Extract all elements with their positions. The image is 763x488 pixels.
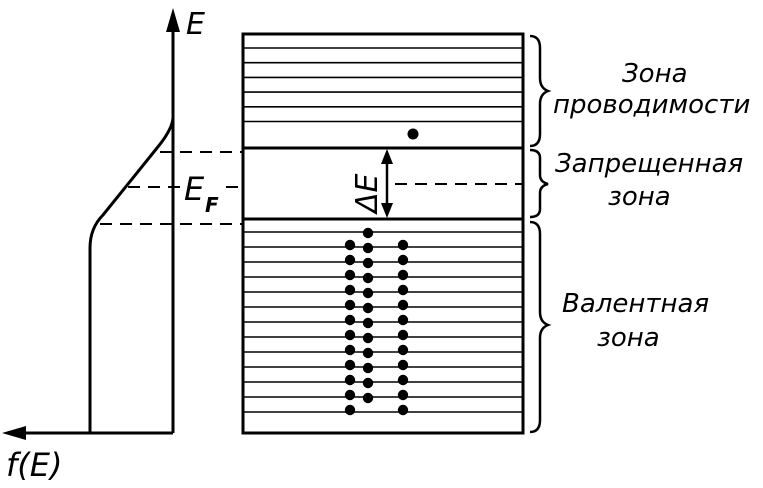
valence-band-label-line1: Валентная (562, 289, 709, 319)
band-gap-label: ΔE (350, 173, 385, 215)
conduction-band-label-line2: проводимости (553, 90, 750, 120)
energy-axis: E (166, 7, 205, 433)
valence-electron (362, 362, 374, 374)
valence-electron (362, 287, 374, 299)
valence-electron (397, 284, 409, 296)
valence-electron (397, 374, 409, 386)
valence-electron (344, 389, 356, 401)
forbidden-band-label-line2: зона (608, 182, 671, 212)
fermi-distribution-curve (88, 117, 175, 433)
valence-electron (397, 344, 409, 356)
valence-electron (344, 404, 356, 416)
conduction-band-levels (243, 47, 523, 123)
valence-electron (362, 332, 374, 344)
distribution-axis-label: f(E) (6, 446, 62, 484)
valence-band-levels (243, 231, 523, 413)
band-braces (529, 34, 552, 434)
valence-electron (344, 299, 356, 311)
gap-arrow-up-icon (381, 149, 393, 164)
valence-electron (344, 239, 356, 251)
conduction-band-brace (529, 34, 552, 148)
valence-electron (344, 344, 356, 356)
valence-band-brace (529, 220, 552, 434)
valence-electron (344, 374, 356, 386)
energy-axis-label: E (186, 7, 205, 42)
forbidden-band-label-line1: Запрещенная (555, 149, 743, 179)
valence-electron (397, 389, 409, 401)
valence-electron (344, 284, 356, 296)
valence-electron (362, 302, 374, 314)
valence-electron (397, 359, 409, 371)
valence-electrons (344, 227, 409, 416)
energy-axis-arrow-icon (166, 8, 180, 32)
valence-electron (397, 269, 409, 281)
valence-electron (362, 272, 374, 284)
valence-electron (397, 299, 409, 311)
valence-electron (344, 329, 356, 341)
valence-electron (362, 227, 374, 239)
valence-electron (397, 404, 409, 416)
valence-electron (397, 314, 409, 326)
conduction-band-label-line1: Зона (622, 59, 688, 89)
gap-arrow-down-icon (381, 203, 393, 218)
band-block-outline (241, 32, 525, 435)
valence-electron (344, 254, 356, 266)
distribution-axis: f(E) (2, 426, 173, 484)
valence-band-label-line2: зона (597, 323, 660, 353)
valence-electron (344, 269, 356, 281)
level-guides (100, 151, 523, 225)
valence-electron (362, 242, 374, 254)
fermi-level-label: E (184, 170, 205, 208)
valence-electron (397, 239, 409, 251)
valence-electron (344, 359, 356, 371)
forbidden-band-brace (529, 148, 549, 219)
valence-electron (362, 392, 374, 404)
valence-electron (362, 377, 374, 389)
valence-electron (362, 257, 374, 269)
valence-electron (362, 347, 374, 359)
distribution-axis-arrow-icon (2, 426, 26, 440)
band-gap-arrow: ΔE (350, 149, 393, 218)
fermi-level-subscript: F (205, 193, 219, 217)
conduction-electron (407, 128, 419, 140)
valence-electron (397, 254, 409, 266)
valence-electron (397, 329, 409, 341)
valence-electron (344, 314, 356, 326)
valence-electron (362, 317, 374, 329)
